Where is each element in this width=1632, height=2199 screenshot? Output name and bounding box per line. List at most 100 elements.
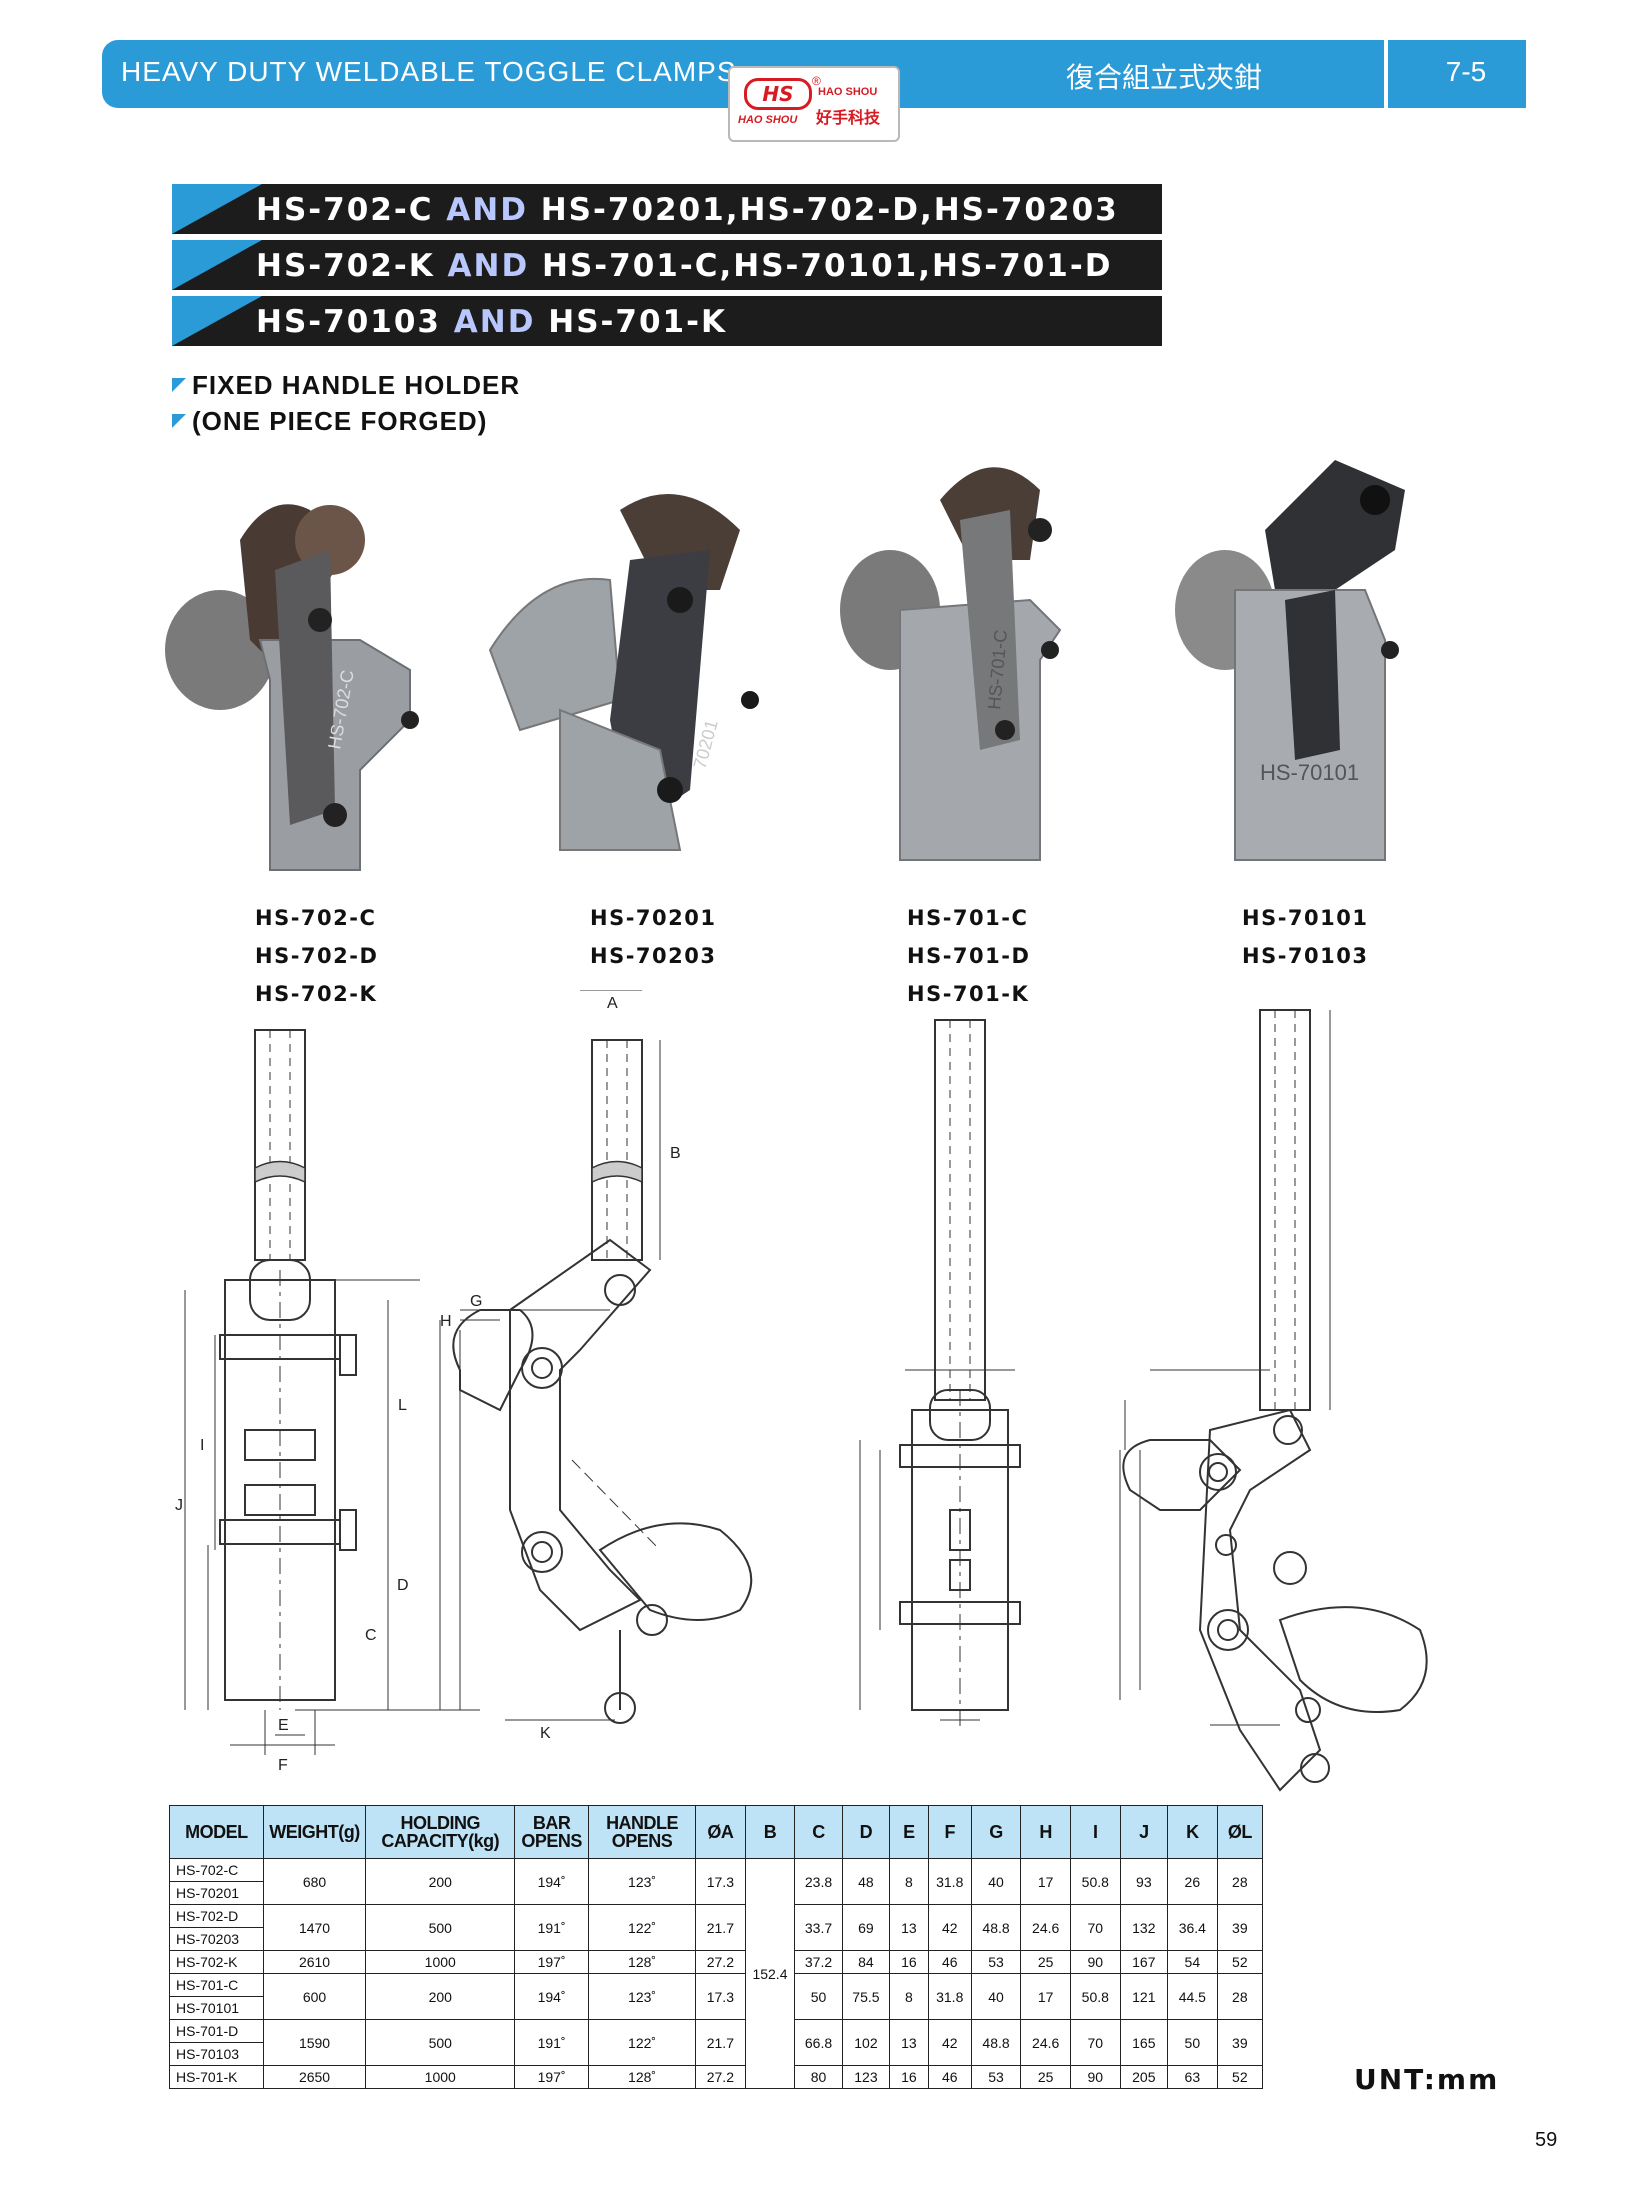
header-section-box [1388,40,1526,108]
table-cell: 93 [1119,1858,1169,1905]
dim-label: G [470,1293,482,1310]
table-cell: 39 [1216,1904,1264,1951]
header-divider [1384,40,1388,108]
bullet-icon [172,378,186,392]
banner-left: HS-70103 [256,304,441,340]
table-cell: 50.8 [1069,1858,1121,1905]
drawing-side-701 [1119,1009,1428,1792]
table-cell: 28 [1216,1973,1264,2020]
table-cell: 1000 [365,1950,516,1974]
model-label: HS-70203 [590,944,717,968]
table-cell: 90 [1069,1950,1121,1974]
table-cell: HS-702-K [169,1950,264,1974]
table-cell: 48.8 [970,2019,1022,2066]
banner-and: AND [447,248,530,284]
table-cell: 1590 [262,2019,367,2066]
table-cell: 54 [1167,1950,1218,1974]
col-k: K [1167,1805,1218,1859]
table-cell: 21.7 [695,2019,746,2066]
table-cell: 8 [889,1858,929,1905]
table-cell: 46 [927,2065,972,2089]
table-cell: 128˚ [588,2065,697,2089]
table-cell: HS-70201 [169,1881,264,1905]
model-label: HS-70101 [1242,906,1369,930]
table-cell: 152.4 [744,1858,796,2089]
table-cell: 1470 [262,1904,367,1951]
table-cell: 31.8 [927,1858,972,1905]
table-cell: 27.2 [695,1950,746,1974]
model-label: HS-702-D [255,944,379,968]
table-cell: 197˚ [514,2065,590,2089]
table-cell: 53 [970,1950,1022,1974]
table-cell: 123 [841,2065,891,2089]
table-cell: 24.6 [1020,2019,1071,2066]
table-cell: HS-701-C [169,1973,264,1997]
model-label: HS-701-D [907,944,1031,968]
table-cell: 200 [365,1858,516,1905]
col-h: H [1020,1805,1071,1859]
dim-label: E [278,1717,289,1734]
table-cell: 194˚ [514,1973,590,2020]
col-g: G [970,1805,1022,1859]
banner-left: HS-702-K [256,248,435,284]
table-cell: 191˚ [514,2019,590,2066]
photo-engraving: HS-70101 [1260,760,1359,785]
dim-label: L [398,1397,407,1414]
col-l: ØL [1216,1805,1264,1859]
table-cell: HS-701-D [169,2019,264,2043]
table-cell: 25 [1020,2065,1071,2089]
table-cell: 16 [889,1950,929,1974]
col-e: E [889,1805,929,1859]
table-cell: HS-702-C [169,1858,264,1882]
col-d: D [841,1805,891,1859]
table-cell: 46 [927,1950,972,1974]
col-c: C [794,1805,843,1859]
logo-english-bottom: HAO SHOU [738,114,798,126]
table-cell: 500 [365,2019,516,2066]
col-bar-opens: BAR OPENS [514,1805,590,1859]
technical-drawings: A B C D E F G H I J K L [175,990,1428,1792]
table-cell: 17 [1020,1973,1071,2020]
table-cell: 63 [1167,2065,1218,2089]
table-cell: 13 [889,2019,929,2066]
dim-label: H [440,1313,452,1330]
banner-right: HS-701-C,HS-70101,HS-701-D [542,248,1113,284]
model-label: HS-702-C [255,906,377,930]
unit-note: UNT:mm [1354,2063,1500,2096]
table-cell: HS-70101 [169,1996,264,2020]
table-cell: 40 [970,1858,1022,1905]
drawing-side-702 [295,990,753,1724]
table-cell: 600 [262,1973,367,2020]
col-j: J [1119,1805,1169,1859]
banner-right: HS-70201,HS-702-D,HS-70203 [540,192,1119,228]
table-cell: HS-702-D [169,1904,264,1928]
table-cell: 8 [889,1973,929,2020]
table-cell: 33.7 [794,1904,843,1951]
table-cell: 39 [1216,2019,1264,2066]
table-cell: 2610 [262,1950,367,1974]
logo-english-top: HAO SHOU [818,86,878,98]
table-cell: 69 [841,1904,891,1951]
clamp-photo-1: HS-702-C [165,504,419,871]
table-cell: 17.3 [695,1858,746,1905]
clamp-photo-3: HS-701-C [840,467,1062,861]
table-cell: 191˚ [514,1904,590,1951]
table-cell: 42 [927,1904,972,1951]
table-cell: 75.5 [841,1973,891,2020]
model-label: HS-70103 [1242,944,1369,968]
table-cell: 48 [841,1858,891,1905]
table-cell: HS-701-K [169,2065,264,2089]
logo-chinese: 好手科技 [816,110,881,127]
dim-label: F [278,1757,288,1774]
table-cell: 680 [262,1858,367,1905]
table-cell: 200 [365,1973,516,2020]
table-cell: 44.5 [1167,1973,1218,2020]
model-banner-1: HS-702-C AND HS-70201,HS-702-D,HS-70203 [172,184,1162,234]
header-section-number: 7-5 [1445,56,1487,87]
table-cell: 2650 [262,2065,367,2089]
